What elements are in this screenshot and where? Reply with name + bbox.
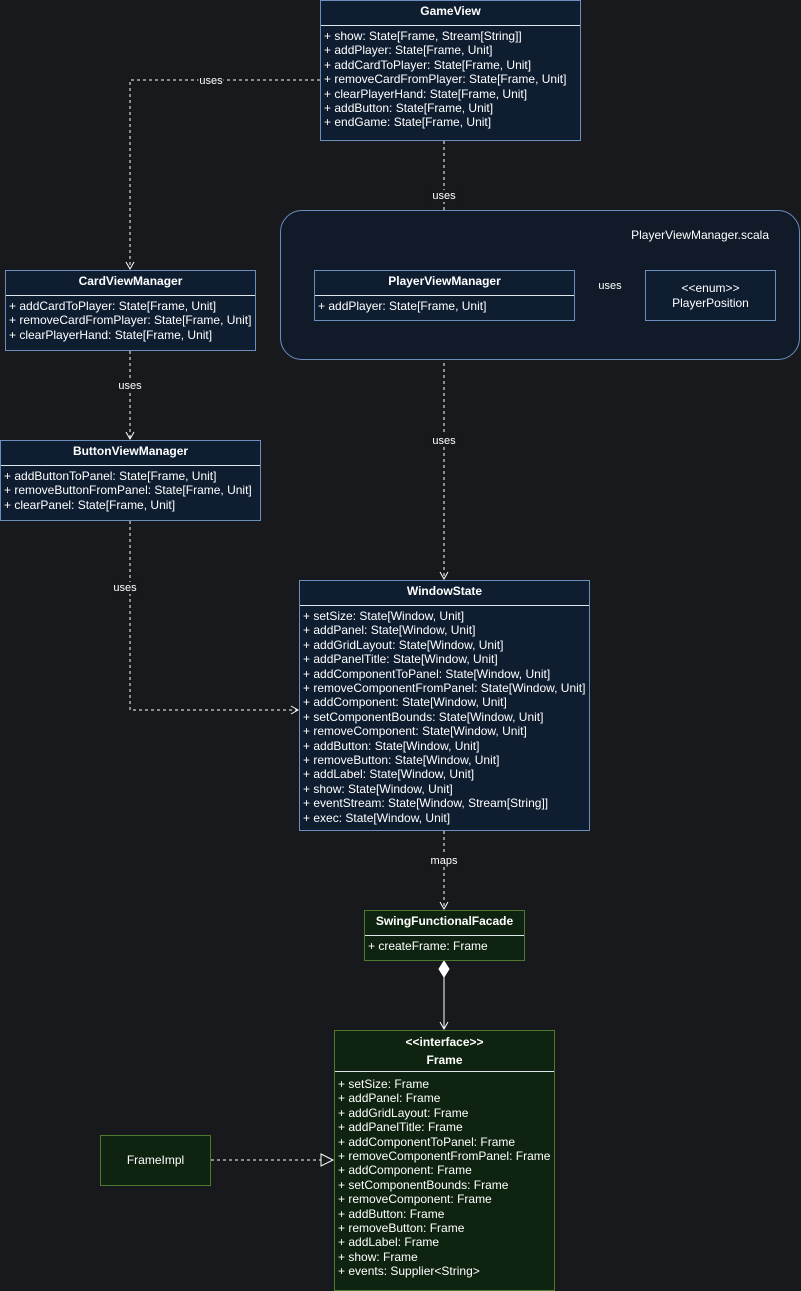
edge-label-playerviewmanager-windowstate: uses xyxy=(431,435,457,447)
interface-header: <<interface>> Frame xyxy=(335,1031,554,1069)
divider xyxy=(321,25,580,26)
member: + addButton: Frame xyxy=(338,1206,445,1221)
edge-label-windowstate-facade: maps xyxy=(429,855,459,867)
stereotype-label: <<enum>> xyxy=(681,281,740,295)
package-title: PlayerViewManager.scala xyxy=(631,228,769,242)
class-title: GameView xyxy=(420,4,481,18)
member: + removeComponent: Frame xyxy=(338,1192,492,1207)
member-list: + addPlayer: State[Frame, Unit] xyxy=(315,296,574,313)
composition-diamond-icon xyxy=(438,960,450,978)
member: + addPlayer: State[Frame, Unit] xyxy=(318,299,487,313)
member: + setComponentBounds: Frame xyxy=(338,1177,509,1192)
member-list: + setSize: State[Window, Unit] + addPane… xyxy=(300,606,589,825)
member: + addGridLayout: State[Window, Unit] xyxy=(303,637,504,652)
enum-playerposition[interactable]: <<enum>> PlayerPosition xyxy=(645,270,776,321)
class-buttonviewmanager[interactable]: ButtonViewManager + addButtonToPanel: St… xyxy=(0,440,261,521)
member: + show: State[Frame, Stream[String]] xyxy=(324,29,522,43)
member: + removeButtonFromPanel: State[Frame, Un… xyxy=(4,483,252,498)
class-playerviewmanager[interactable]: PlayerViewManager + addPlayer: State[Fra… xyxy=(314,270,575,321)
divider xyxy=(1,465,260,466)
member: + addButton: State[Window, Unit] xyxy=(303,738,480,753)
member-list: + addCardToPlayer: State[Frame, Unit] + … xyxy=(6,296,255,342)
member: + addComponent: State[Window, Unit] xyxy=(303,695,507,710)
member: + addCardToPlayer: State[Frame, Unit] xyxy=(9,299,217,313)
member: + addPanel: State[Window, Unit] xyxy=(303,623,476,638)
class-title: ButtonViewManager xyxy=(72,444,189,458)
member: + addPanelTitle: Frame xyxy=(338,1120,463,1135)
member: + addComponentToPanel: State[Window, Uni… xyxy=(303,666,551,681)
class-frameimpl[interactable]: FrameImpl xyxy=(100,1135,211,1186)
divider xyxy=(335,1071,554,1072)
member: + removeButton: State[Window, Unit] xyxy=(303,753,500,768)
edge-label-gameview-playerviewmanager: uses xyxy=(431,190,457,202)
member-list: + setSize: Frame + addPanel: Frame + add… xyxy=(335,1072,554,1279)
member: + show: Frame xyxy=(338,1249,418,1264)
class-title: PlayerViewManager xyxy=(388,274,501,288)
member: + removeComponentFromPanel: State[Window… xyxy=(303,681,586,696)
member: + addPanelTitle: State[Window, Unit] xyxy=(303,652,498,667)
class-gameview[interactable]: GameView + show: State[Frame, Stream[Str… xyxy=(320,0,581,141)
edge-label-gameview-cardviewmanager: uses xyxy=(198,75,224,87)
divider xyxy=(315,295,574,296)
member: + setComponentBounds: State[Window, Unit… xyxy=(303,709,544,724)
member: + addButton: State[Frame, Unit] xyxy=(324,101,494,116)
member: + addGridLayout: Frame xyxy=(338,1105,469,1120)
edge-label-playerviewmanager-playerposition: uses xyxy=(597,280,623,292)
class-swingfunctionalfacade[interactable]: SwingFunctionalFacade + createFrame: Fra… xyxy=(364,910,525,961)
member-list: + createFrame: Frame xyxy=(365,936,524,953)
member: + removeButton: Frame xyxy=(338,1221,465,1236)
member: + show: State[Window, Unit] xyxy=(303,781,453,796)
member: + addLabel: Frame xyxy=(338,1235,440,1250)
member: + addComponent: Frame xyxy=(338,1163,472,1178)
member: + clearPlayerHand: State[Frame, Unit] xyxy=(9,327,213,342)
member: + exec: State[Window, Unit] xyxy=(303,810,451,825)
divider xyxy=(6,295,255,296)
member: + addPlayer: State[Frame, Unit] xyxy=(324,43,493,58)
class-title: CardViewManager xyxy=(78,274,183,288)
class-title: FrameImpl xyxy=(126,1153,185,1167)
member: + events: Supplier<String> xyxy=(338,1264,480,1279)
interface-frame[interactable]: <<interface>> Frame + setSize: Frame + a… xyxy=(334,1030,555,1291)
divider xyxy=(365,935,524,936)
member: + addButtonToPanel: State[Frame, Unit] xyxy=(4,469,217,483)
member: + clearPlayerHand: State[Frame, Unit] xyxy=(324,86,528,101)
class-windowstate[interactable]: WindowState + setSize: State[Window, Uni… xyxy=(299,580,590,831)
member: + eventStream: State[Window, Stream[Stri… xyxy=(303,796,549,811)
divider xyxy=(300,605,589,606)
member: + setSize: Frame xyxy=(338,1077,430,1091)
member: + clearPanel: State[Frame, Unit] xyxy=(4,497,176,512)
edge-label-buttonviewmanager-windowstate: uses xyxy=(112,582,138,594)
member-list: + addButtonToPanel: State[Frame, Unit] +… xyxy=(1,466,260,512)
member: + addComponentToPanel: Frame xyxy=(338,1134,516,1149)
member: + endGame: State[Frame, Unit] xyxy=(324,115,492,130)
member: + removeCardFromPlayer: State[Frame, Uni… xyxy=(324,72,567,87)
class-title: PlayerPosition xyxy=(672,296,749,310)
member: + addCardToPlayer: State[Frame, Unit] xyxy=(324,57,532,72)
edge-buttonviewmanager-windowstate xyxy=(129,521,300,715)
class-title: WindowState xyxy=(406,584,483,598)
member-list: + show: State[Frame, Stream[String]] + a… xyxy=(321,26,580,130)
class-cardviewmanager[interactable]: CardViewManager + addCardToPlayer: State… xyxy=(5,270,256,351)
member: + setSize: State[Window, Unit] xyxy=(303,609,465,623)
member: + removeComponent: State[Window, Unit] xyxy=(303,724,527,739)
class-title: SwingFunctionalFacade xyxy=(375,914,514,928)
member: + removeCardFromPlayer: State[Frame, Uni… xyxy=(9,313,252,328)
stereotype-label: <<interface>> xyxy=(405,1035,484,1049)
member: + addLabel: State[Window, Unit] xyxy=(303,767,475,782)
class-title: Frame xyxy=(426,1053,463,1067)
member: + addPanel: Frame xyxy=(338,1091,441,1106)
member: + removeComponentFromPanel: Frame xyxy=(338,1149,551,1164)
member: + createFrame: Frame xyxy=(368,939,488,953)
edge-label-cardviewmanager-buttonviewmanager: uses xyxy=(117,380,143,392)
